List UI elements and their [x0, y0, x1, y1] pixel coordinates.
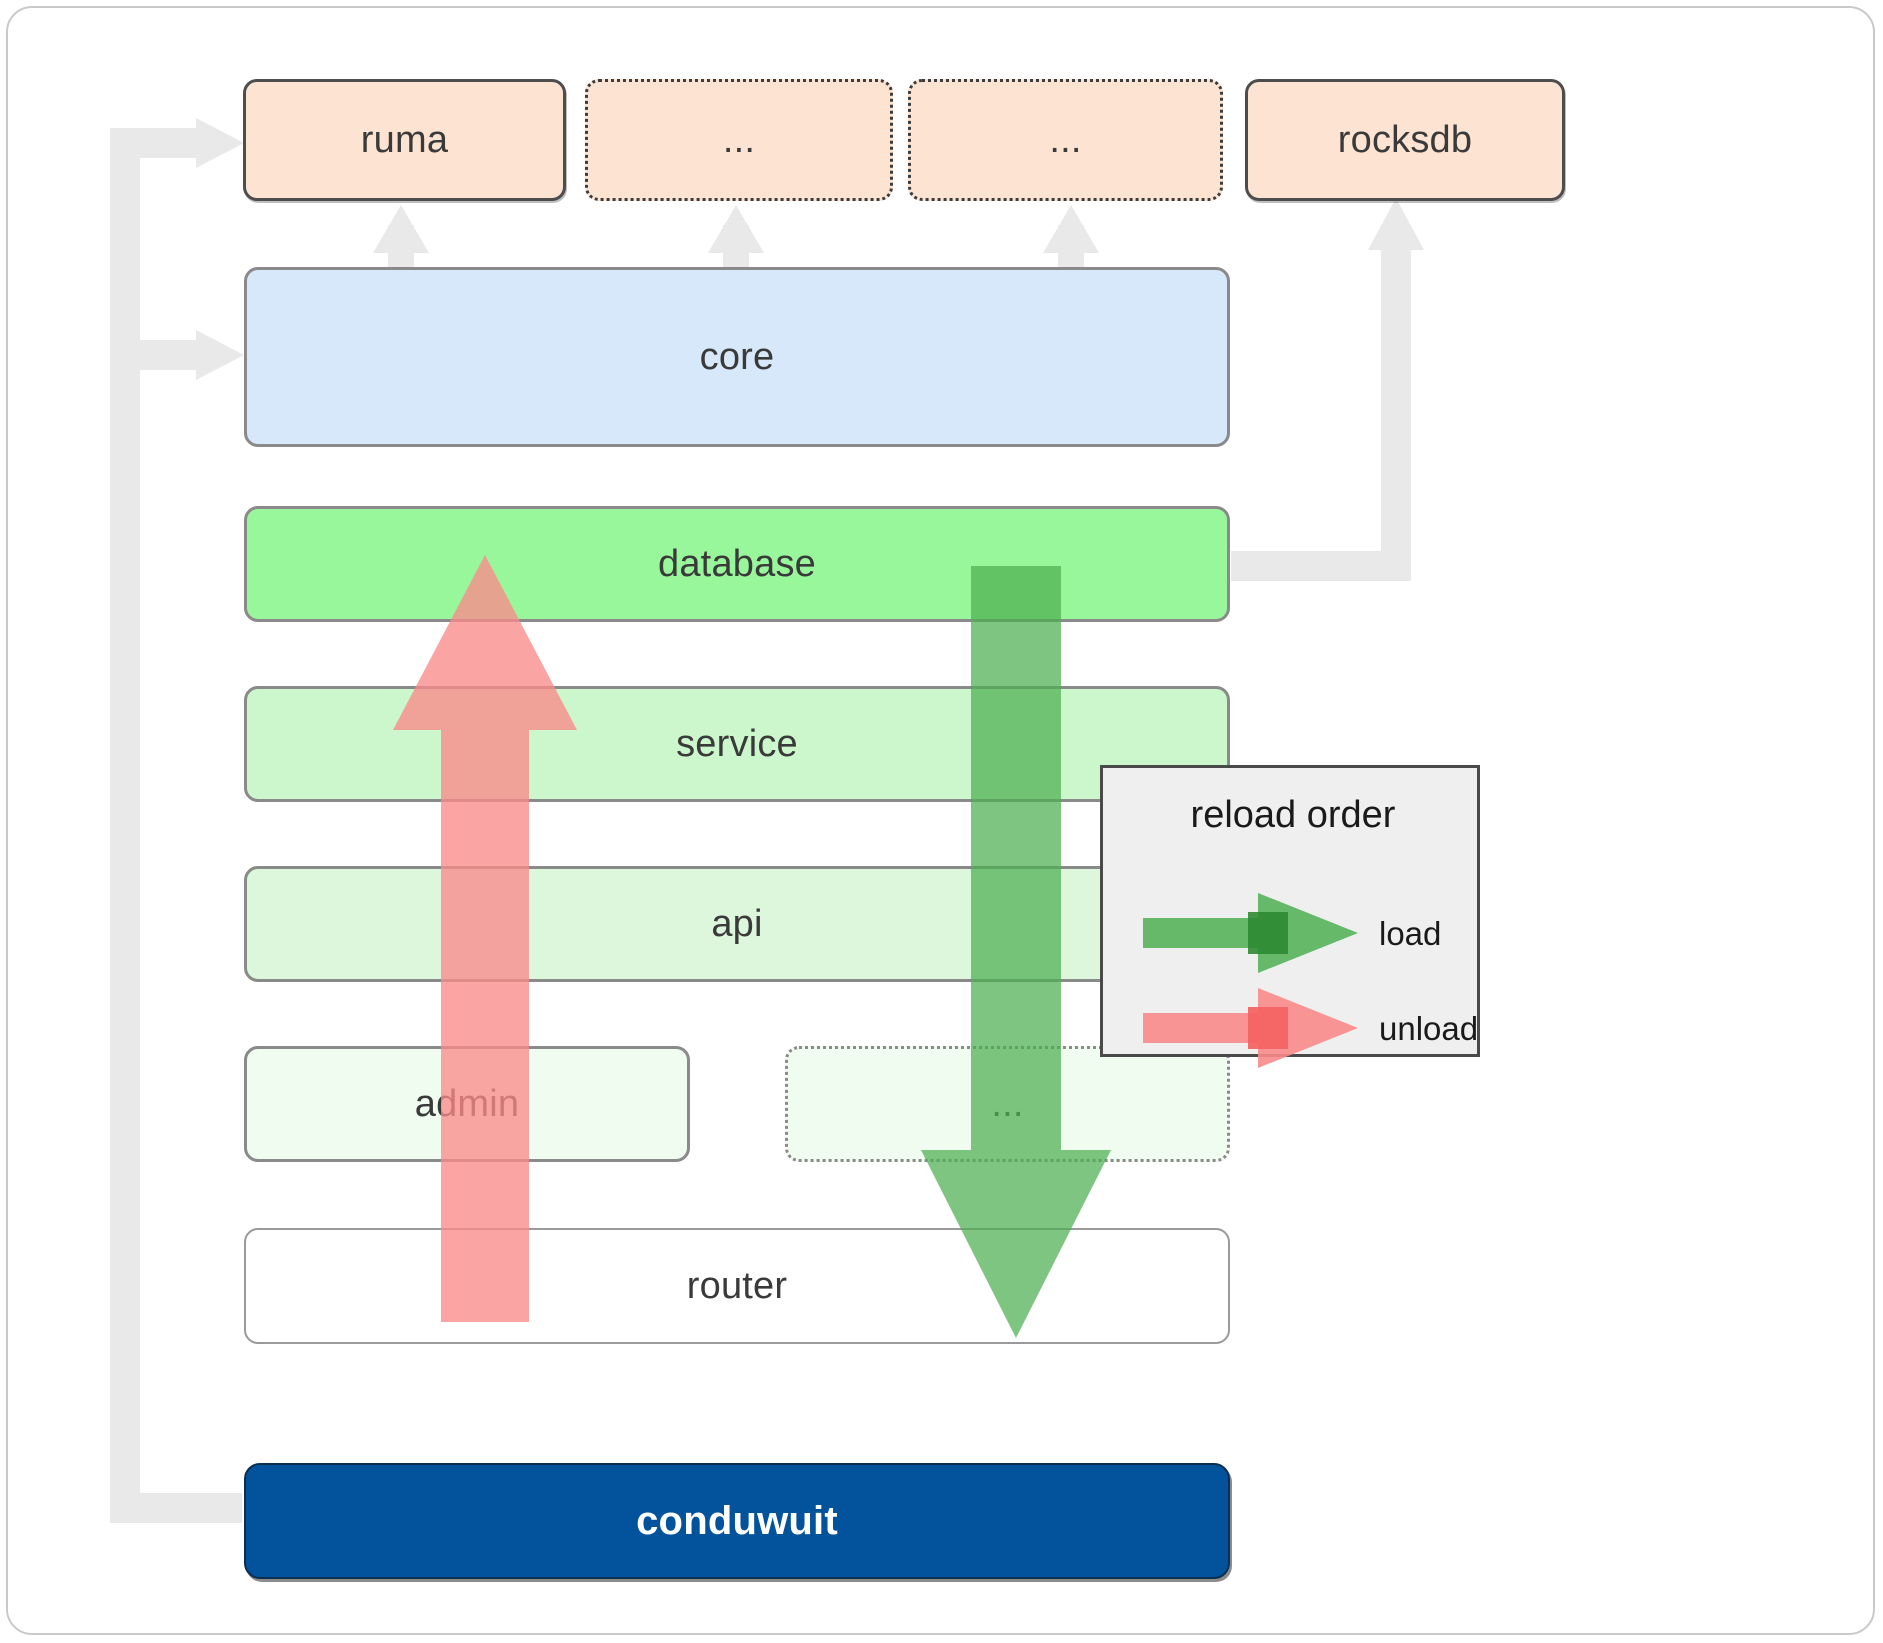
layer-label: router	[686, 1264, 788, 1307]
legend-panel: reload order load unload	[1100, 765, 1480, 1068]
legend-title: reload order	[1190, 794, 1396, 836]
core-box[interactable]: core	[244, 267, 1230, 447]
dependency-label: ...	[1049, 118, 1082, 161]
binary-label: conduwuit	[636, 1498, 838, 1543]
layer-box-api[interactable]: api	[244, 866, 1230, 982]
dependency-box-ellipsis-2[interactable]: ...	[908, 79, 1223, 201]
layer-box-database[interactable]: database	[244, 506, 1230, 622]
legend-load-arrow-icon	[1143, 893, 1358, 973]
core-label: core	[699, 335, 775, 378]
dependency-label: ...	[722, 118, 756, 161]
layer-box-service[interactable]: service	[244, 686, 1230, 802]
layer-label: database	[658, 542, 816, 585]
legend-unload-arrow-icon	[1143, 988, 1358, 1068]
layer-label: service	[676, 722, 798, 765]
diagram-frame	[6, 6, 1875, 1635]
dependency-label: ruma	[360, 118, 449, 161]
dependency-box-ruma[interactable]: ruma	[243, 79, 566, 201]
layer-label: admin	[414, 1082, 520, 1125]
layer-label: api	[711, 902, 763, 945]
layer-box-admin[interactable]: admin	[244, 1046, 690, 1162]
dependency-label: rocksdb	[1337, 118, 1473, 161]
layer-box-router[interactable]: router	[244, 1228, 1230, 1344]
legend-unload-label: unload	[1379, 1010, 1479, 1047]
dependency-box-ellipsis-1[interactable]: ...	[585, 79, 893, 201]
layer-label: ...	[991, 1082, 1024, 1125]
legend-load-label: load	[1379, 915, 1442, 952]
binary-box-conduwuit[interactable]: conduwuit	[244, 1463, 1230, 1579]
dependency-box-rocksdb[interactable]: rocksdb	[1245, 79, 1565, 201]
